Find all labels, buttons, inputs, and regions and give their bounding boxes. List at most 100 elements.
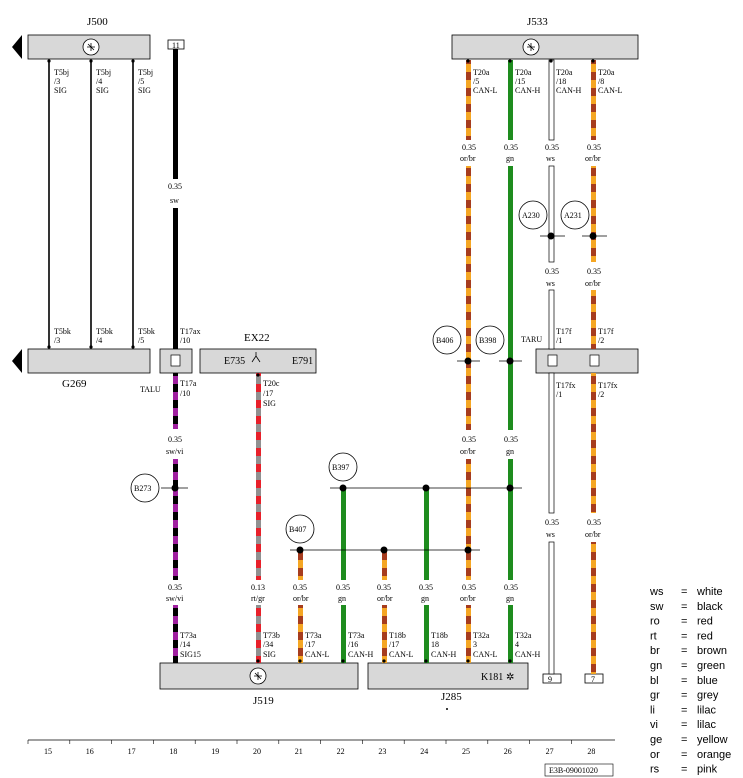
svg-text:=: = — [681, 586, 687, 598]
j285-label: J285 — [441, 691, 462, 703]
g269-label: G269 — [62, 378, 87, 390]
svg-text:0.35: 0.35 — [545, 267, 559, 276]
svg-text:T73a: T73a — [348, 631, 365, 640]
svg-text:/4: /4 — [96, 336, 102, 345]
j285-box[interactable]: K181 ✲ J285 — [367, 662, 529, 710]
svg-text:T5bj: T5bj — [96, 68, 111, 77]
svg-text:CAN-L: CAN-L — [598, 86, 623, 95]
svg-text:SIG15: SIG15 — [180, 650, 201, 659]
j533-box[interactable]: J533 — [451, 16, 639, 60]
svg-text:gn: gn — [650, 660, 662, 672]
svg-text:/10: /10 — [180, 336, 190, 345]
svg-text:gr: gr — [650, 690, 660, 702]
svg-text:/3: /3 — [54, 336, 60, 345]
svg-text:0.35: 0.35 — [587, 518, 601, 527]
svg-text:rt: rt — [650, 630, 657, 642]
svg-text:/8: /8 — [598, 77, 604, 86]
svg-text:T5bk: T5bk — [54, 327, 71, 336]
svg-text:or/br: or/br — [293, 594, 309, 603]
svg-text:0.35: 0.35 — [168, 583, 182, 592]
wire-col27: T20a /18 CAN-H 0.35 ws 0.35 ws T17f /1 T… — [545, 59, 582, 675]
svg-text:/16: /16 — [348, 640, 358, 649]
terminal-9 — [542, 673, 562, 684]
svg-text:or/br: or/br — [460, 154, 476, 163]
svg-text:T5bk: T5bk — [96, 327, 113, 336]
talu-label: TALU — [140, 385, 161, 394]
column-number: 17 — [128, 747, 136, 756]
svg-text:0.35: 0.35 — [419, 583, 433, 592]
svg-text:0.35: 0.35 — [462, 583, 476, 592]
svg-text:br: br — [650, 645, 660, 657]
svg-text:brown: brown — [697, 645, 727, 657]
wire-j500-2: T5bj /4 SIG T5bk /4 — [89, 59, 113, 349]
wire-col20: T20c /17 SIG 0.13 rt/gr T73b /34 SIG — [251, 373, 280, 663]
svg-text:0.35: 0.35 — [168, 182, 182, 191]
column-number: 27 — [546, 747, 554, 756]
legend-row: rs=pink — [650, 764, 718, 776]
svg-text:SIG: SIG — [263, 399, 276, 408]
g269-box[interactable]: G269 — [12, 348, 151, 390]
svg-text:A231: A231 — [564, 211, 582, 220]
svg-text:ro: ro — [650, 616, 660, 628]
svg-text:gn: gn — [506, 447, 514, 456]
svg-text:=: = — [681, 630, 687, 642]
splice-b407: B407 — [285, 514, 480, 554]
svg-text:T20a: T20a — [598, 68, 615, 77]
svg-text:/10: /10 — [180, 389, 190, 398]
svg-text:0.35: 0.35 — [336, 583, 350, 592]
j519-box[interactable]: J519 — [159, 662, 359, 707]
taru-connector[interactable]: TARU — [521, 335, 639, 374]
svg-text:0.35: 0.35 — [462, 435, 476, 444]
svg-text:T32a: T32a — [473, 631, 490, 640]
wire-col22: 0.35 gn T73a /16 CAN-H — [336, 488, 374, 663]
legend-row: ge=yellow — [650, 734, 728, 746]
svg-text:ws: ws — [546, 279, 555, 288]
svg-text:or/br: or/br — [585, 154, 601, 163]
column-number: 22 — [337, 747, 345, 756]
svg-text:SIG: SIG — [138, 86, 151, 95]
splice-b397: B397 — [328, 452, 522, 492]
column-number: 18 — [169, 747, 177, 756]
svg-text:rs: rs — [650, 764, 660, 776]
svg-text:or/br: or/br — [585, 530, 601, 539]
svg-text:or/br: or/br — [377, 594, 393, 603]
legend-row: rt=red — [650, 630, 713, 642]
wire-col28: T20a /8 CAN-L 0.35 or/br 0.35 or/br T17f… — [585, 59, 623, 674]
svg-text:CAN-L: CAN-L — [305, 650, 330, 659]
wire-col23: 0.35 or/br T18b /17 CAN-L — [377, 550, 414, 663]
legend-row: li=lilac — [650, 704, 716, 716]
column-number: 28 — [587, 747, 595, 756]
column-number: 26 — [504, 747, 512, 756]
svg-text:/1: /1 — [556, 390, 562, 399]
svg-text:T17fx: T17fx — [598, 381, 618, 390]
legend-row: br = brown — [650, 645, 727, 657]
svg-text:0.35: 0.35 — [462, 143, 476, 152]
svg-text:B406: B406 — [436, 336, 453, 345]
column-number: 25 — [462, 747, 470, 756]
svg-text:T20a: T20a — [556, 68, 573, 77]
column-number: 15 — [44, 747, 52, 756]
svg-text:T73b: T73b — [263, 631, 280, 640]
splice-a230: A230 — [518, 200, 565, 240]
svg-text:sw/vi: sw/vi — [166, 594, 184, 603]
svg-text:ws: ws — [546, 530, 555, 539]
svg-text:yellow: yellow — [697, 734, 728, 746]
j500-box[interactable]: J500 — [12, 16, 151, 60]
svg-text:or: or — [650, 749, 660, 761]
svg-text:T18b: T18b — [431, 631, 448, 640]
legend-row: vi=lilac — [650, 719, 716, 731]
svg-text:=: = — [681, 645, 687, 657]
wire-col24: 0.35 gn T18b 18 CAN-H — [419, 488, 457, 663]
svg-text:0.35: 0.35 — [545, 143, 559, 152]
column-number: 21 — [295, 747, 303, 756]
svg-text:/14: /14 — [180, 640, 190, 649]
svg-text:T17ax: T17ax — [180, 327, 200, 336]
svg-text:li: li — [650, 704, 655, 716]
column-number: 24 — [420, 747, 428, 756]
e791-label: E791 — [292, 356, 313, 367]
ex22-box[interactable]: EX22 E735 E791 — [199, 332, 317, 374]
svg-text:7: 7 — [591, 675, 595, 684]
svg-text:SIG: SIG — [54, 86, 67, 95]
svg-text:CAN-H: CAN-H — [348, 650, 374, 659]
svg-text:0.35: 0.35 — [587, 267, 601, 276]
